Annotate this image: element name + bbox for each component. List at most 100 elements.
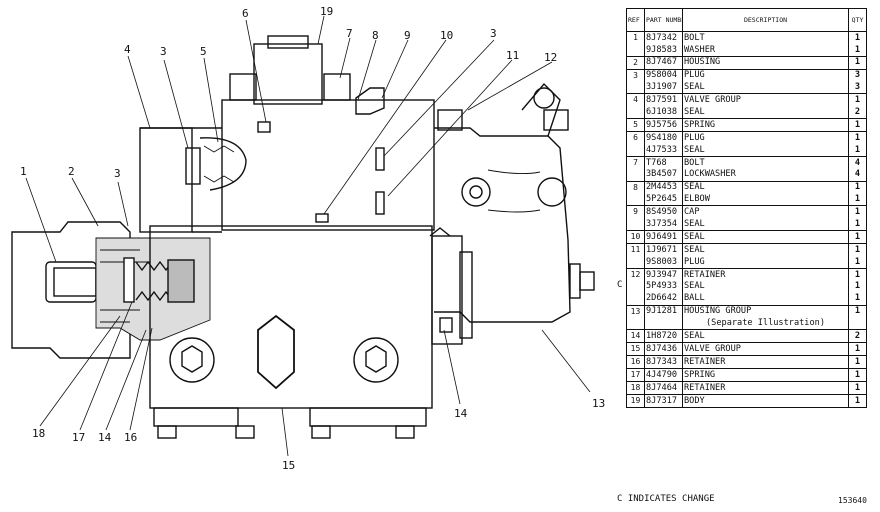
pn-text: 5P4933 bbox=[646, 281, 678, 292]
cell-qty: 1 bbox=[848, 30, 867, 44]
cell-ref: 16 bbox=[626, 355, 645, 369]
qty-text: 1 bbox=[854, 207, 861, 218]
qty-text: 1 bbox=[854, 219, 861, 229]
qty-text: 1 bbox=[854, 356, 861, 367]
cell-desc: HOUSING bbox=[682, 55, 849, 70]
cell-desc: RETAINER bbox=[682, 267, 849, 281]
pn-text: 8J7467 bbox=[646, 57, 678, 68]
ref-text: 3 bbox=[633, 70, 638, 80]
callout-6: 6 bbox=[242, 7, 249, 20]
cell-qty: 1 bbox=[848, 43, 867, 57]
callout-7: 7 bbox=[346, 27, 353, 40]
qty-text: 1 bbox=[854, 44, 861, 55]
desc-text: VALVE GROUP bbox=[684, 343, 741, 354]
ref-text: 6 bbox=[633, 133, 638, 143]
cell-pn: 4J4790 bbox=[644, 368, 683, 382]
pn-text: 3B4507 bbox=[646, 169, 678, 180]
qty-text: 1 bbox=[854, 382, 861, 393]
cell-pn: 8J7591 bbox=[644, 93, 683, 107]
cell-pn: 5P4933 bbox=[644, 280, 683, 293]
pn-text: 9J8583 bbox=[646, 44, 678, 55]
callout-3: 3 bbox=[114, 167, 121, 180]
cell-ref: 1 bbox=[626, 30, 645, 44]
qty-text: 4 bbox=[854, 157, 861, 168]
pn-text: 9S8004 bbox=[646, 70, 678, 81]
pn-text: 1J9671 bbox=[646, 244, 678, 255]
table-row: 3J1907 SEAL 3 bbox=[626, 81, 867, 94]
desc-text: PLUG bbox=[684, 70, 705, 81]
qty-text: 1 bbox=[854, 306, 861, 317]
cell-ref bbox=[626, 81, 645, 94]
cell-pn: 2M4453 bbox=[644, 180, 683, 194]
cell-desc: SEAL bbox=[682, 280, 849, 293]
qty-text: 1 bbox=[854, 281, 861, 292]
cell-pn: 9J5756 bbox=[644, 118, 683, 132]
qty-text: 3 bbox=[854, 70, 861, 81]
cell-ref: 5 bbox=[626, 118, 645, 132]
desc-text: RETAINER bbox=[684, 356, 726, 367]
desc-text: SEAL bbox=[684, 182, 705, 193]
qty-text: 1 bbox=[854, 256, 861, 267]
cell-pn: 9J3947 bbox=[644, 267, 683, 281]
cell-desc: PLUG bbox=[682, 68, 849, 82]
ref-text: 13 bbox=[630, 306, 641, 316]
header-ref-no: REF NO bbox=[626, 8, 645, 32]
desc-text: SEAL bbox=[684, 106, 705, 117]
ref-text: 4 bbox=[633, 95, 638, 105]
cell-qty: 1 bbox=[848, 243, 867, 257]
pn-text: 9S4180 bbox=[646, 132, 678, 143]
callout-9: 9 bbox=[404, 29, 411, 42]
desc-text: SEAL bbox=[684, 82, 705, 93]
cell-pn bbox=[644, 317, 683, 330]
cell-ref bbox=[626, 256, 645, 269]
pn-text: 9J3947 bbox=[646, 269, 678, 280]
callout-16: 16 bbox=[124, 431, 138, 444]
cell-desc: PLUG bbox=[682, 256, 849, 269]
cell-desc: RETAINER bbox=[682, 380, 849, 395]
cell-pn: 9J6491 bbox=[644, 230, 683, 244]
cell-ref: 6 bbox=[626, 131, 645, 145]
pn-text: 8J7464 bbox=[646, 382, 678, 393]
qty-text: 1 bbox=[854, 57, 861, 68]
pn-text: 4J7533 bbox=[646, 144, 678, 155]
pn-text: 9J5756 bbox=[646, 119, 678, 130]
cell-ref bbox=[626, 193, 645, 206]
pn-text: 8J7342 bbox=[646, 32, 678, 43]
header-qty: QTY bbox=[848, 8, 867, 32]
callout-3: 3 bbox=[490, 27, 497, 40]
pn-text: 3J1907 bbox=[646, 82, 678, 93]
parts-list-table: REF NO PART NUMBER DESCRIPTION QTY 18J73… bbox=[626, 8, 867, 409]
cell-desc: LOCKWASHER bbox=[682, 168, 849, 182]
qty-text: 1 bbox=[854, 144, 861, 155]
cell-desc: BOLT bbox=[682, 30, 849, 44]
qty-text: 3 bbox=[854, 82, 861, 93]
cell-pn: 6J1038 bbox=[644, 106, 683, 119]
qty-text: 1 bbox=[854, 194, 861, 205]
pn-text: 1H8720 bbox=[646, 331, 678, 342]
cell-ref bbox=[626, 280, 645, 293]
callout-4: 4 bbox=[124, 43, 131, 56]
pn-text: 3J7354 bbox=[646, 219, 678, 229]
cell-qty: 3 bbox=[848, 81, 867, 94]
cell-qty: 1 bbox=[848, 205, 867, 219]
cell-ref: 8 bbox=[626, 180, 645, 194]
cell-qty: 1 bbox=[848, 144, 867, 157]
cell-pn: 8J7343 bbox=[644, 355, 683, 369]
desc-text: LOCKWASHER bbox=[684, 169, 736, 180]
cell-pn: 9J8583 bbox=[644, 43, 683, 57]
callout-18: 18 bbox=[32, 427, 46, 440]
cell-desc: (Separate Illustration) bbox=[682, 317, 849, 330]
cell-desc: SEAL bbox=[682, 329, 849, 343]
ref-text: 17 bbox=[630, 369, 641, 379]
